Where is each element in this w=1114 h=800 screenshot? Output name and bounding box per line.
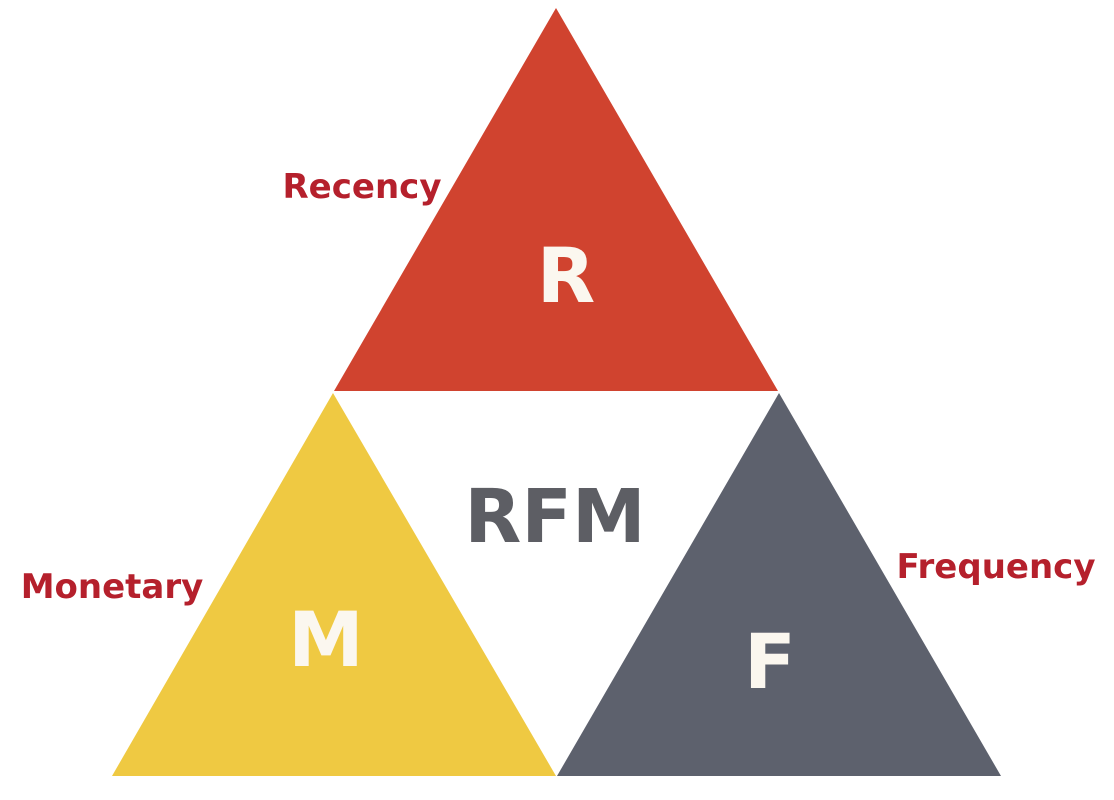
- monetary-label: Monetary: [21, 567, 204, 607]
- recency-letter: R: [537, 231, 596, 320]
- monetary-triangle: [112, 393, 556, 776]
- frequency-label: Frequency: [896, 547, 1095, 587]
- recency-label: Recency: [283, 167, 442, 207]
- frequency-triangle: [557, 393, 1001, 776]
- recency-triangle: [334, 8, 778, 391]
- center-label: RFM: [464, 474, 645, 560]
- frequency-letter: F: [744, 617, 796, 706]
- monetary-letter: M: [288, 595, 364, 684]
